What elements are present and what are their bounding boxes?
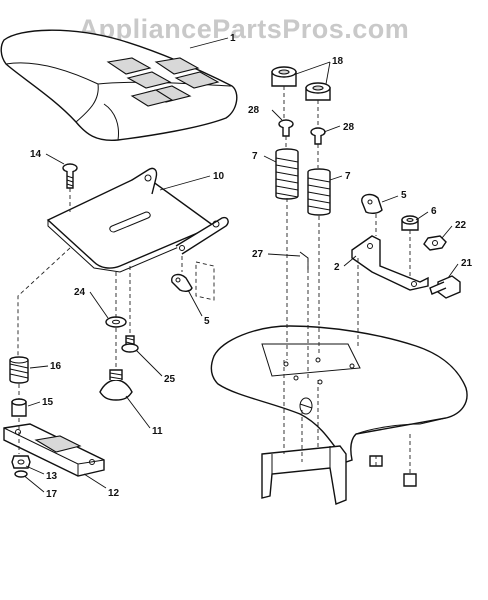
- spacer-18-lower-part: [305, 82, 331, 101]
- spring-7-left-part: [275, 148, 299, 200]
- callout-6: 6: [431, 206, 437, 217]
- callout-2: 2: [334, 262, 340, 273]
- spring-16-part: [9, 356, 29, 384]
- callout-21: 21: [461, 258, 473, 269]
- callout-7-left: 7: [252, 151, 258, 162]
- washer-17-part: [14, 470, 28, 478]
- seat-part: [0, 29, 238, 141]
- bolt-21-part: [429, 275, 461, 299]
- callout-labels: 1 18 28 28 7 7 14 10 5 6 22 27 2 21 24 5…: [30, 33, 473, 500]
- callout-22: 22: [455, 220, 467, 231]
- pin-27-part: [299, 251, 309, 270]
- clip-5-left-part: [171, 273, 193, 293]
- bushing-15-part: [11, 398, 27, 417]
- seat-pan-part: [46, 167, 229, 273]
- callout-27: 27: [252, 249, 264, 260]
- nut-6-part: [401, 215, 419, 231]
- callout-24: 24: [74, 287, 86, 298]
- screw-28-right-part: [310, 127, 326, 145]
- callout-28-right: 28: [343, 122, 355, 133]
- callout-13: 13: [46, 471, 58, 482]
- callout-12: 12: [108, 488, 120, 499]
- callout-28-left: 28: [248, 105, 260, 116]
- bracket-2-part: [351, 235, 429, 291]
- nut-13-part: [11, 455, 31, 469]
- callout-25: 25: [164, 374, 176, 385]
- nut-22-part: [423, 235, 447, 251]
- tractor-fender-part: [210, 325, 468, 505]
- bolt-14-part: [62, 163, 78, 189]
- spacer-18-upper-part: [271, 66, 297, 87]
- knob-11-part: [99, 369, 133, 401]
- callout-7-right: 7: [345, 171, 351, 182]
- spring-7-right-part: [307, 168, 331, 216]
- callout-11: 11: [152, 426, 163, 437]
- bolt-25-part: [121, 335, 139, 353]
- callout-5-left: 5: [204, 316, 210, 327]
- assembly-lines: [17, 86, 411, 474]
- callout-16: 16: [50, 361, 62, 372]
- slide-plate-12-part: [3, 423, 105, 477]
- leader-lines: [21, 37, 459, 493]
- callout-10: 10: [213, 171, 225, 182]
- callout-14: 14: [30, 149, 42, 160]
- washer-24-part: [105, 316, 127, 328]
- callout-18: 18: [332, 56, 344, 67]
- screw-28-left-part: [278, 119, 294, 137]
- callout-17: 17: [46, 489, 58, 500]
- callout-5-right: 5: [401, 190, 407, 201]
- callout-1: 1: [230, 33, 236, 44]
- callout-15: 15: [42, 397, 54, 408]
- clip-5-right-part: [361, 193, 383, 215]
